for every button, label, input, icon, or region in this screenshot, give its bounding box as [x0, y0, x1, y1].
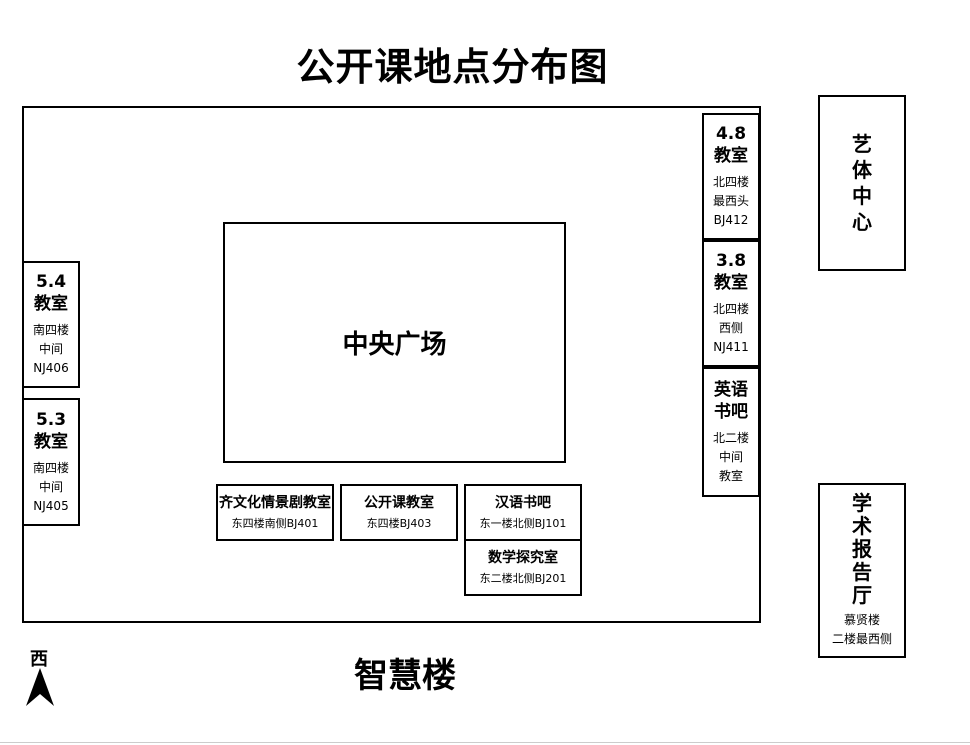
- room-qi-culture-drama[interactable]: 齐文化情景剧教室 东四楼南侧BJ401: [216, 484, 334, 541]
- room-4-8-type: 教室: [714, 146, 748, 166]
- room-5-3-floor: 南四楼: [32, 460, 69, 475]
- room-3-8-type: 教室: [714, 273, 748, 293]
- room-4-8-code: BJ412: [713, 213, 749, 227]
- room-chinese-reading-name: 汉语书吧: [495, 494, 551, 511]
- english-reading-room-position: 中间: [718, 449, 743, 464]
- room-3-8-position: 西侧: [718, 321, 743, 335]
- room-math-exploration[interactable]: 数学探究室 东二楼北侧BJ201: [464, 539, 582, 596]
- lecture-hall-building: 慕贤楼: [843, 613, 880, 627]
- lecture-hall-char-5: 厅: [852, 583, 872, 607]
- room-3-8-floor: 北四楼: [712, 302, 749, 316]
- english-reading-room[interactable]: 英语 书吧 北二楼 中间 教室: [702, 367, 760, 497]
- room-open-class[interactable]: 公开课教室 东四楼BJ403: [340, 484, 458, 541]
- building-name: 智慧楼: [354, 656, 456, 696]
- room-5-4-number: 5.4: [35, 272, 67, 292]
- compass-direction-label: 西: [30, 649, 48, 670]
- room-4-8-position: 最西头: [712, 194, 749, 208]
- room-5-3[interactable]: 5.3 教室 南四楼 中间 NJ405: [22, 398, 80, 526]
- room-open-class-name: 公开课教室: [364, 494, 434, 511]
- room-5-4-type: 教室: [34, 294, 68, 314]
- room-math-exploration-name: 数学探究室: [488, 549, 558, 566]
- lecture-hall-char-2: 术: [852, 514, 872, 538]
- room-math-exploration-location: 东二楼北侧BJ201: [479, 571, 567, 585]
- art-center-char-3: 中: [852, 184, 872, 208]
- room-5-4-code: NJ406: [33, 361, 69, 375]
- lecture-hall-char-3: 报: [852, 537, 872, 561]
- room-chinese-reading[interactable]: 汉语书吧 东一楼北侧BJ101: [464, 484, 582, 541]
- lecture-hall[interactable]: 学 术 报 告 厅 慕贤楼 二楼最西侧: [818, 483, 906, 658]
- map-title: 公开课地点分布图: [296, 45, 609, 89]
- art-center-char-1: 艺: [852, 132, 872, 156]
- lecture-hall-floor: 二楼最西侧: [831, 632, 892, 646]
- room-5-3-position: 中间: [38, 479, 63, 494]
- art-center-char-4: 心: [852, 210, 872, 234]
- room-3-8-number: 3.8: [715, 251, 747, 271]
- room-4-8-number: 4.8: [715, 124, 747, 144]
- english-reading-room-title-1: 英语: [714, 379, 748, 400]
- room-4-8-floor: 北四楼: [712, 175, 749, 189]
- english-reading-room-floor: 北二楼: [712, 430, 749, 445]
- room-3-8-code: NJ411: [713, 340, 749, 354]
- room-qi-culture-drama-location: 东四楼南侧BJ401: [231, 516, 319, 530]
- room-5-3-code: NJ405: [33, 498, 69, 513]
- central-plaza[interactable]: 中央广场: [223, 222, 566, 463]
- room-5-4-floor: 南四楼: [32, 323, 69, 337]
- central-plaza-label: 中央广场: [342, 330, 447, 360]
- room-5-3-type: 教室: [34, 431, 68, 452]
- room-5-3-number: 5.3: [35, 409, 67, 430]
- lecture-hall-char-4: 告: [852, 560, 872, 584]
- bottom-divider: [0, 742, 970, 743]
- art-center[interactable]: 艺 体 中 心: [818, 95, 906, 271]
- room-3-8[interactable]: 3.8 教室 北四楼 西侧 NJ411: [702, 240, 760, 367]
- room-open-class-location: 东四楼BJ403: [366, 516, 432, 530]
- english-reading-room-title-2: 书吧: [714, 401, 748, 422]
- art-center-char-2: 体: [852, 158, 872, 182]
- room-chinese-reading-location: 东一楼北侧BJ101: [479, 516, 567, 530]
- room-4-8[interactable]: 4.8 教室 北四楼 最西头 BJ412: [702, 113, 760, 240]
- north-arrow-icon: [26, 668, 54, 706]
- lecture-hall-char-1: 学: [852, 491, 872, 515]
- room-qi-culture-drama-name: 齐文化情景剧教室: [219, 494, 331, 511]
- room-5-4-position: 中间: [38, 342, 63, 356]
- room-5-4[interactable]: 5.4 教室 南四楼 中间 NJ406: [22, 261, 80, 388]
- english-reading-room-type: 教室: [718, 468, 743, 483]
